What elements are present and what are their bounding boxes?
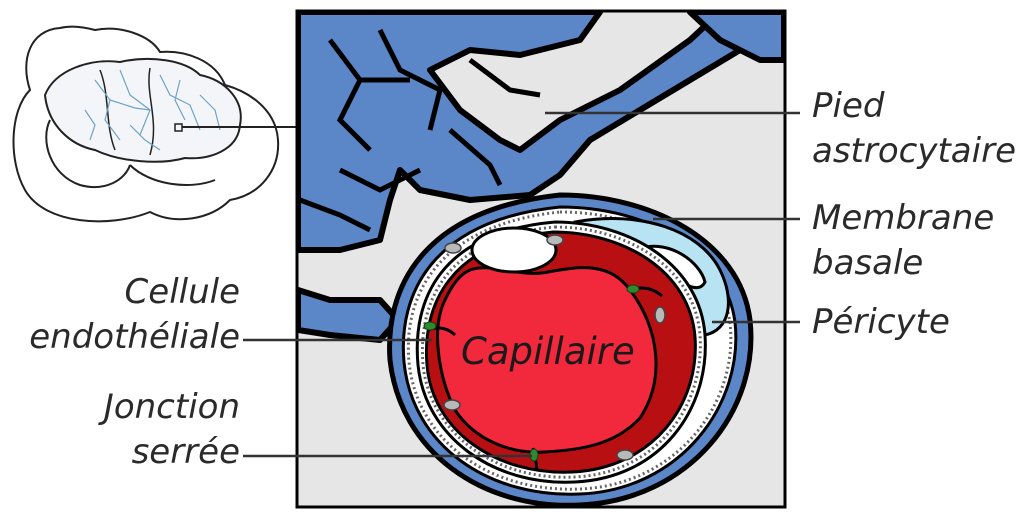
endothelial-nucleus [472, 228, 556, 272]
label-line: Cellule [29, 270, 240, 315]
label-line: Jonction [104, 385, 240, 430]
label-cellule-endotheliale: Cellule endothéliale [29, 270, 240, 360]
brainstem-outline [130, 165, 215, 185]
tight-junction-right [627, 285, 639, 293]
label-line: serrée [104, 430, 240, 475]
tight-junction-left [424, 322, 436, 330]
capillary-zoom-panel [298, 12, 784, 506]
cerebrum-outline [45, 59, 241, 162]
label-line: endothéliale [29, 315, 240, 360]
label-line: Péricyte [812, 300, 950, 345]
label-membrane-basale: Membrane basale [812, 196, 994, 286]
label-capillaire: Capillaire [461, 330, 635, 373]
label-jonction-serree: Jonction serrée [104, 385, 240, 475]
brain-sketch [14, 27, 279, 222]
label-line: Pied [812, 84, 1016, 129]
label-line: astrocytaire [812, 129, 1016, 174]
label-pericyte: Péricyte [812, 300, 950, 345]
label-line: Membrane [812, 196, 994, 241]
label-line: basale [812, 241, 994, 286]
label-pied-astrocytaire: Pied astrocytaire [812, 84, 1016, 174]
